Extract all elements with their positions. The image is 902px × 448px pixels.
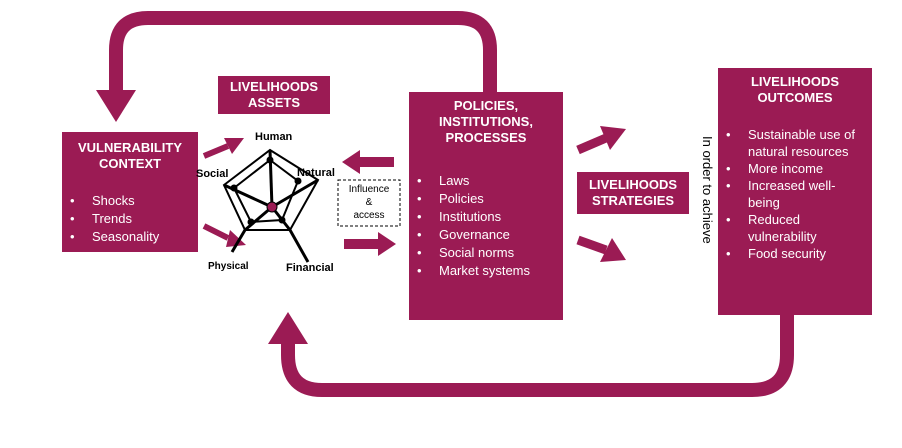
vulnerability-list: Shocks Trends Seasonality bbox=[62, 192, 198, 246]
vulnerability-item-shocks: Shocks bbox=[62, 192, 198, 210]
outcomes-item-more-income: More income bbox=[718, 160, 866, 177]
arrow-left-influence bbox=[342, 150, 394, 174]
arrow-policies-lower bbox=[576, 235, 626, 262]
outcomes-list: Sustainable use of natural resources Mor… bbox=[718, 126, 872, 262]
assets-title-line1: LIVELIHOODS bbox=[229, 79, 319, 94]
vulnerability-context-box: VULNERABILITY CONTEXT Shocks Trends Seas… bbox=[62, 132, 198, 252]
arrow-policies-upper bbox=[576, 126, 626, 155]
top-feedback-arrowhead bbox=[96, 90, 136, 122]
in-order-to-achieve-text: In order to achieve bbox=[700, 136, 715, 244]
policies-title-line3: PROCESSES bbox=[445, 130, 527, 145]
policies-item-governance: Governance bbox=[409, 226, 563, 244]
arrow-to-physical bbox=[202, 223, 246, 247]
asset-label-human: Human bbox=[255, 131, 293, 143]
vulnerability-item-seasonality: Seasonality bbox=[62, 228, 198, 246]
outcomes-item-food-security: Food security bbox=[718, 245, 866, 262]
influence-line3: access bbox=[353, 210, 385, 221]
assets-nodes bbox=[230, 156, 302, 226]
assets-title-line2: ASSETS bbox=[247, 95, 300, 110]
outcomes-title-line1: LIVELIHOODS bbox=[750, 74, 840, 89]
policies-title-line1: POLICIES, bbox=[453, 98, 519, 113]
asset-label-natural: Natural bbox=[297, 167, 335, 179]
outcomes-item-well-being: Increased well-being bbox=[718, 177, 866, 211]
influence-line1: Influence bbox=[348, 184, 390, 195]
vulnerability-item-trends: Trends bbox=[62, 210, 198, 228]
bottom-feedback-arrow bbox=[281, 310, 794, 397]
policies-item-social-norms: Social norms bbox=[409, 244, 563, 262]
policies-title-line2: INSTITUTIONS, bbox=[439, 114, 533, 129]
vulnerability-title-line1: VULNERABILITY bbox=[78, 140, 182, 155]
strategies-box: LIVELIHOODS STRATEGIES bbox=[577, 172, 689, 214]
strategies-title-line2: STRATEGIES bbox=[591, 193, 675, 208]
arrow-to-human bbox=[202, 138, 244, 159]
arrow-right-access bbox=[344, 232, 396, 256]
policies-item-market-systems: Market systems bbox=[409, 262, 563, 280]
outcomes-box: LIVELIHOODS OUTCOMES Sustainable use of … bbox=[718, 68, 872, 315]
top-feedback-arrow bbox=[109, 11, 497, 93]
asset-label-financial: Financial bbox=[286, 262, 334, 274]
policies-item-institutions: Institutions bbox=[409, 208, 563, 226]
policies-item-laws: Laws bbox=[409, 172, 563, 190]
influence-line2: & bbox=[365, 197, 373, 208]
bottom-feedback-arrowhead bbox=[268, 312, 308, 344]
strategies-title-line1: LIVELIHOODS bbox=[588, 177, 678, 192]
policies-box: POLICIES, INSTITUTIONS, PROCESSES Laws P… bbox=[409, 92, 563, 320]
asset-label-social: Social bbox=[196, 168, 229, 180]
policies-list: Laws Policies Institutions Governance So… bbox=[409, 172, 563, 280]
asset-label-physical: Physical bbox=[208, 261, 249, 272]
influence-access-text: Influence & access bbox=[338, 183, 400, 222]
policies-item-policies: Policies bbox=[409, 190, 563, 208]
vulnerability-title-line2: CONTEXT bbox=[98, 156, 162, 171]
outcomes-title-line2: OUTCOMES bbox=[757, 90, 833, 105]
influence-access-box bbox=[337, 179, 401, 227]
outcomes-item-reduced-vulnerability: Reduced vulnerability bbox=[718, 211, 866, 245]
outcomes-item-sustainable-use: Sustainable use of natural resources bbox=[718, 126, 866, 160]
assets-title-box: LIVELIHOODS ASSETS bbox=[218, 76, 330, 114]
